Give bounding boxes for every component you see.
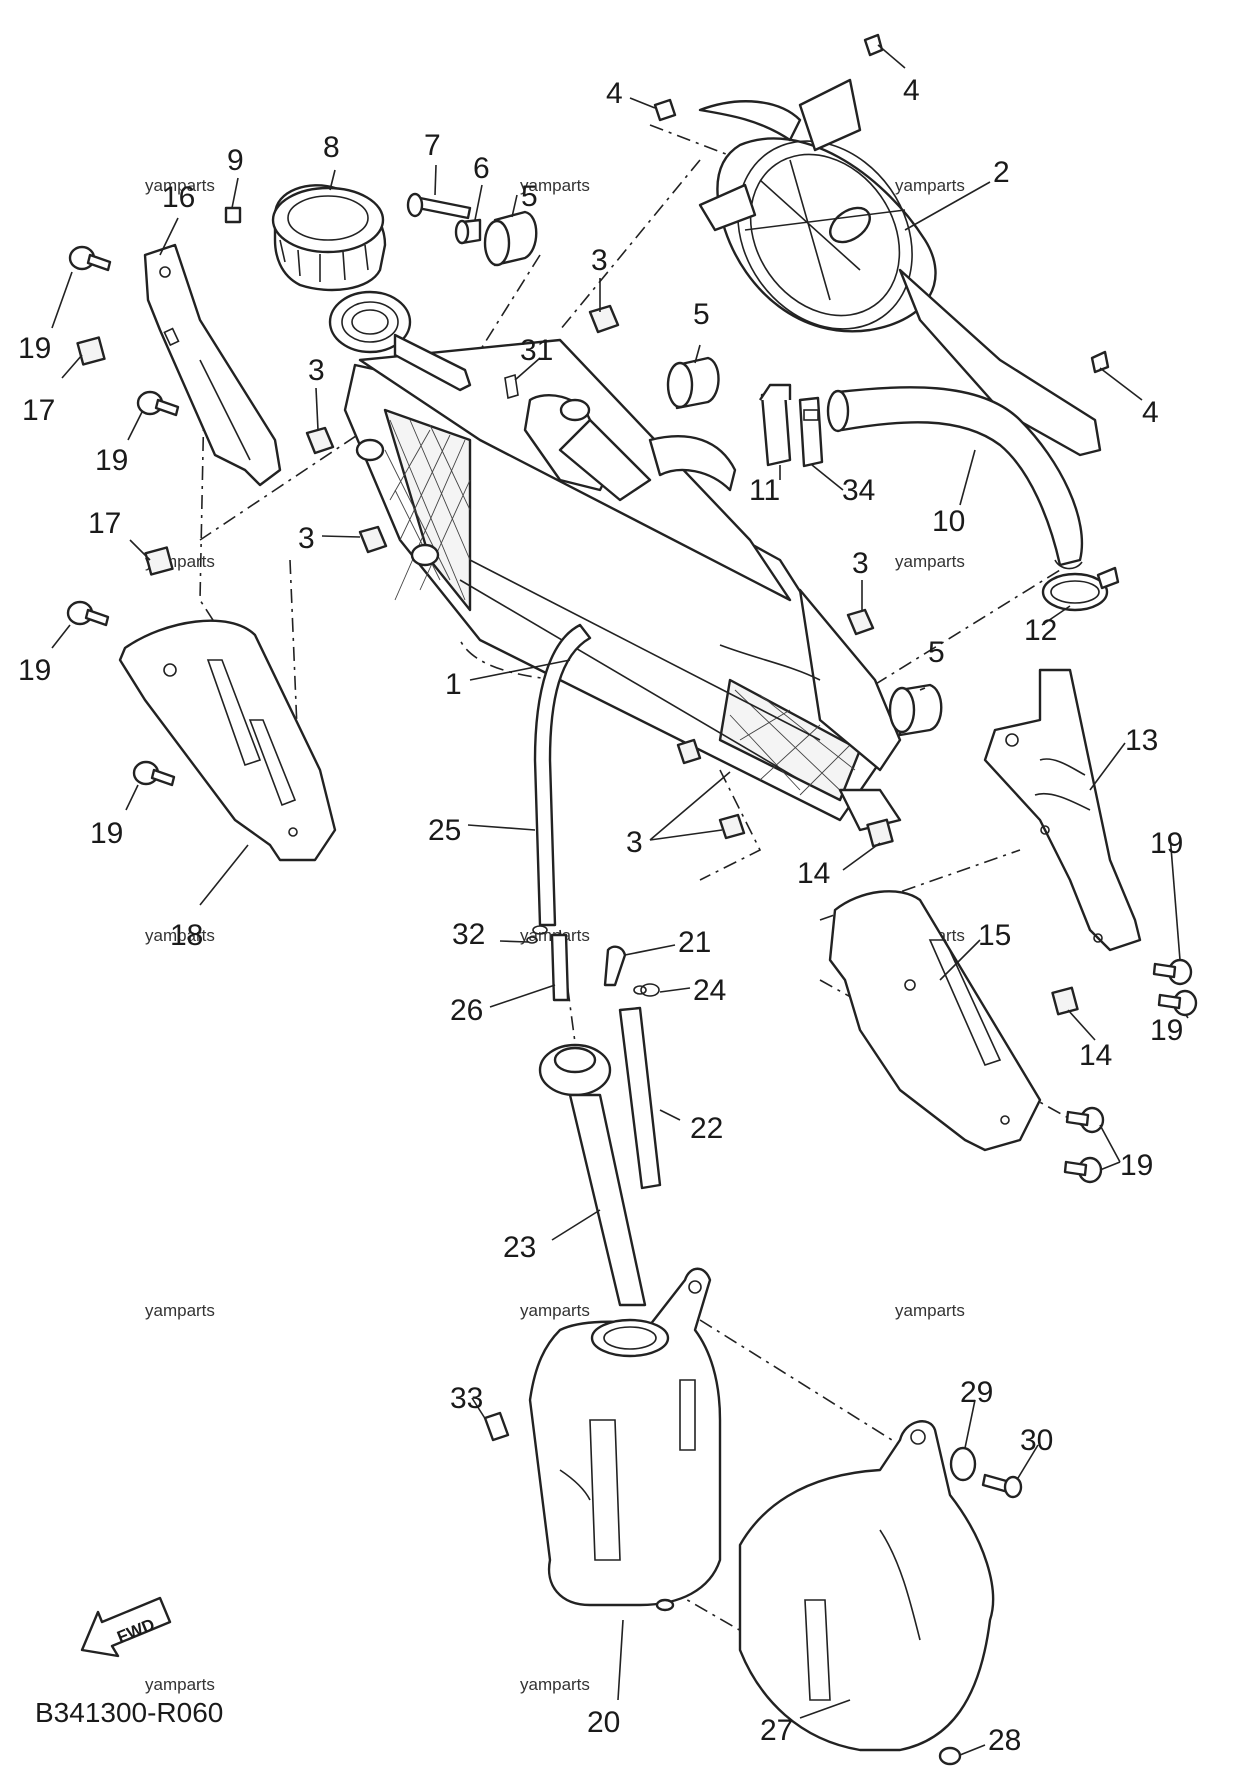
- watermark: yamparts: [895, 176, 965, 195]
- watermark: yamparts: [145, 176, 215, 195]
- callout-label: 9: [227, 144, 244, 177]
- callout-label: 3: [591, 244, 608, 277]
- callout-label: 2: [993, 156, 1010, 189]
- callout-label: 22: [690, 1112, 723, 1145]
- callout-label: 10: [932, 505, 965, 538]
- callout-label: 14: [797, 857, 830, 890]
- callout-label: 17: [88, 507, 121, 540]
- right-bracket: [983, 668, 1142, 952]
- callout-label: 4: [903, 74, 920, 107]
- leader-lines: [51, 44, 1189, 1756]
- callout-label: 5: [693, 298, 710, 331]
- callout-label: 14: [1079, 1039, 1112, 1072]
- callout-label: 17: [22, 394, 55, 427]
- watermark: yamparts: [895, 552, 965, 571]
- watermark: yamparts: [895, 1301, 965, 1320]
- watermark: yamparts: [145, 1675, 215, 1694]
- callout-label: 26: [450, 994, 483, 1027]
- callout-labels: 1 2 3 3 3 3 3 4 4 4 5 5 5 6 7 8 9 10 11 …: [18, 74, 1183, 1757]
- forward-arrow-icon: FWD: [80, 1596, 172, 1658]
- callout-label: 30: [1020, 1424, 1053, 1457]
- callout-label: 6: [473, 152, 490, 185]
- callout-label: 33: [450, 1382, 483, 1415]
- callout-label: 11: [749, 474, 780, 507]
- callout-label: 24: [693, 974, 726, 1007]
- callout-label: 19: [18, 332, 51, 365]
- callout-label: 4: [606, 77, 623, 110]
- right-side-cover: [828, 890, 1042, 1152]
- reservoir-tank-cover: [738, 1420, 995, 1752]
- callout-label: 1: [445, 668, 462, 701]
- callout-label: 25: [428, 814, 461, 847]
- diagram-code: B341300-R060: [35, 1697, 223, 1728]
- callout-label: 27: [760, 1714, 793, 1747]
- left-upper-bracket: [143, 243, 282, 487]
- callout-label: 29: [960, 1376, 993, 1409]
- callout-label: 13: [1125, 724, 1158, 757]
- callout-label: 16: [162, 181, 195, 214]
- callout-label: 5: [521, 180, 538, 213]
- callout-label: 28: [988, 1724, 1021, 1757]
- callout-label: 18: [170, 919, 203, 952]
- radiator-hose: [826, 386, 1120, 612]
- callout-label: 3: [298, 522, 315, 555]
- callout-label: 4: [1142, 396, 1159, 429]
- watermark: yamparts: [520, 176, 590, 195]
- watermark: yamparts: [145, 1301, 215, 1320]
- watermark: yamparts: [145, 926, 215, 945]
- hose-clips: [759, 383, 824, 468]
- callout-label: 7: [424, 129, 441, 162]
- callout-label: 8: [323, 131, 340, 164]
- callout-label: 19: [1150, 1014, 1183, 1047]
- callout-label: 3: [626, 826, 643, 859]
- radiator-core: [343, 338, 902, 832]
- radiator-cap-and-neck: [271, 184, 472, 392]
- callout-label: 15: [978, 919, 1011, 952]
- callout-label: 34: [842, 474, 875, 507]
- callout-label: 21: [678, 926, 711, 959]
- callout-label: 19: [1150, 827, 1183, 860]
- callout-label: 19: [1120, 1149, 1153, 1182]
- watermark: yamparts: [520, 1675, 590, 1694]
- callout-label: 31: [520, 334, 553, 367]
- callout-label: 5: [928, 636, 945, 669]
- callout-label: 3: [852, 547, 869, 580]
- callout-label: 20: [587, 1706, 620, 1739]
- hardware: [66, 33, 1198, 1766]
- callout-label: 12: [1024, 614, 1057, 647]
- watermark: yamparts: [520, 1301, 590, 1320]
- callout-label: 19: [95, 444, 128, 477]
- callout-label: 19: [18, 654, 51, 687]
- coolant-reservoir-tank: [528, 1267, 722, 1612]
- cooling-fan-assembly: [698, 78, 1102, 457]
- callout-label: 32: [452, 918, 485, 951]
- callout-label: 23: [503, 1231, 536, 1264]
- callout-label: 3: [308, 354, 325, 387]
- callout-label: 19: [90, 817, 123, 850]
- left-side-cover: [118, 619, 337, 862]
- hoses-and-pipes: [532, 623, 662, 1307]
